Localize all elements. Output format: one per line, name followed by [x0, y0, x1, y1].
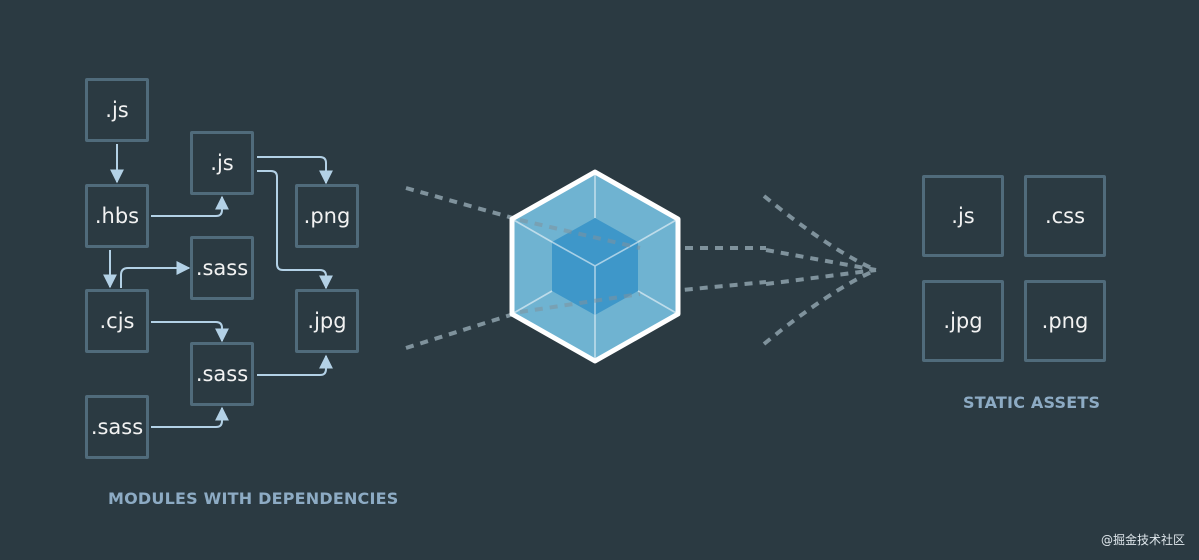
asset-label: .js [951, 204, 975, 228]
module-label: .sass [90, 415, 144, 439]
arrow-js-to-png [257, 156, 333, 185]
asset-label: .png [1041, 309, 1089, 333]
module-label: .sass [195, 256, 249, 280]
module-sass-bottom-left: .sass [85, 395, 149, 459]
modules-caption: MODULES WITH DEPENDENCIES [108, 489, 399, 508]
asset-css: .css [1024, 175, 1106, 257]
module-png: .png [295, 184, 359, 248]
assets-caption: STATIC ASSETS [963, 393, 1101, 412]
module-jpg: .jpg [295, 289, 359, 353]
webpack-cube-logo [509, 169, 681, 364]
module-sass-middle: .sass [190, 236, 254, 300]
module-cjs: .cjs [85, 289, 149, 353]
module-label: .hbs [94, 204, 140, 228]
module-js-middle: .js [190, 131, 254, 195]
module-label: .js [105, 98, 129, 122]
arrow-sass-to-jpg [257, 354, 333, 376]
asset-label: .jpg [943, 309, 983, 333]
module-js-top: .js [85, 78, 149, 142]
arrow-cjs-to-sass-lower [151, 321, 229, 343]
dotted-lines [405, 186, 877, 350]
module-label: .png [303, 204, 351, 228]
watermark-text: @掘金技术社区 [1100, 533, 1185, 547]
dependency-arrows [103, 144, 333, 428]
module-label: .js [210, 151, 234, 175]
module-hbs: .hbs [85, 184, 149, 248]
module-label: .jpg [307, 309, 347, 333]
arrow-js-to-jpg [257, 170, 333, 290]
module-label: .cjs [99, 309, 135, 333]
module-sass-lower: .sass [190, 342, 254, 406]
asset-label: .css [1044, 204, 1086, 228]
asset-js: .js [922, 175, 1004, 257]
asset-png: .png [1024, 280, 1106, 362]
arrow-sass-to-sass-lower [151, 406, 229, 428]
arrow-cjs-to-sass [120, 261, 191, 288]
asset-jpg: .jpg [922, 280, 1004, 362]
module-label: .sass [195, 362, 249, 386]
arrow-hbs-to-js [151, 195, 229, 217]
